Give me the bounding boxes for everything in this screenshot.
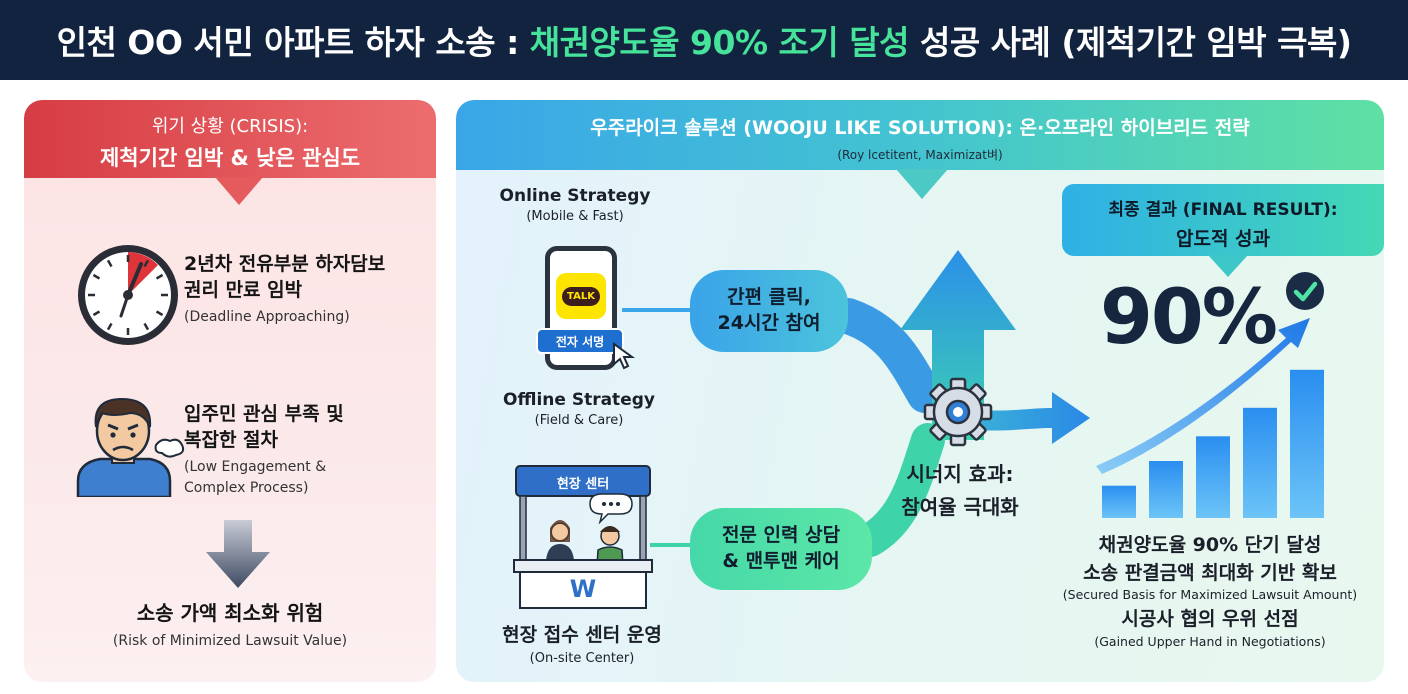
result-label: 최종 결과 (FINAL RESULT): <box>1108 200 1338 220</box>
trend-arrow <box>1096 318 1310 474</box>
result-list: 채권양도율 90% 단기 달성 소송 판결금액 최대화 기반 확보 (Secur… <box>1036 532 1384 650</box>
growth-bar <box>1149 461 1183 518</box>
deadline-sub: (Deadline Approaching) <box>184 309 350 326</box>
outcome-sub: (Risk of Minimized Lawsuit Value) <box>112 633 348 649</box>
frustrated-person-icon <box>76 397 185 497</box>
result-header-pointer <box>1208 255 1248 277</box>
offline-benefit-bubble: 전문 인력 상담 & 맨투맨 케어 <box>690 508 872 590</box>
online-strategy: Online Strategy (Mobile & Fast) <box>490 186 660 224</box>
title-highlight: 채권양도율 90% 조기 달성 <box>529 23 910 62</box>
booth-logo: W <box>569 575 597 603</box>
crisis-title: 제척기간 임박 & 낮은 관심도 <box>99 146 361 170</box>
crisis-item-deadline: 2년차 전유부분 하자담보 권리 만료 임박 (Deadline Approac… <box>184 252 424 328</box>
deadline-title-1: 2년차 전유부분 하자담보 <box>184 253 386 275</box>
online-benefit-line2: 24시간 참여 <box>717 312 821 334</box>
solution-header: 우주라이크 솔루션 (WOOJU LIKE SOLUTION): 온·오프라인 … <box>456 100 1384 170</box>
talk-app-icon: TALK <box>556 273 606 319</box>
growth-bar-chart <box>1096 318 1324 518</box>
result-line-3: (Secured Basis for Maximized Lawsuit Amo… <box>1062 587 1358 603</box>
down-arrow-icon <box>206 520 270 588</box>
result-line-4: 시공사 협의 우위 선점 <box>1121 607 1299 630</box>
growth-bar <box>1196 436 1230 518</box>
onsite-center: 현장 접수 센터 운영 (On-site Center) <box>462 620 702 666</box>
cursor-icon <box>613 342 636 370</box>
e-signature-button[interactable]: 전자 서명 <box>536 328 624 354</box>
offline-benefit-line1: 전문 인력 상담 <box>721 524 841 547</box>
crisis-item-engagement: 입주민 관심 부족 및 복잡한 절차 (Low Engagement & Com… <box>184 402 424 498</box>
result-line-1: 채권양도율 90% 단기 달성 <box>1098 534 1322 556</box>
title-suffix: 성공 사례 (제척기간 임박 극복) <box>908 23 1352 62</box>
result-line-5: (Gained Upper Hand in Negotiations) <box>1094 633 1326 649</box>
deadline-title-2: 권리 만료 임박 <box>184 278 303 301</box>
offline-benefit-line2: & 맨투맨 케어 <box>722 550 840 572</box>
checkmark-icon <box>1286 272 1324 310</box>
online-title: Online Strategy <box>499 186 651 206</box>
online-sub: (Mobile & Fast) <box>526 209 624 224</box>
online-benefit-line1: 간편 클릭, <box>727 286 811 309</box>
crisis-label: 위기 상황 (CRISIS): <box>151 116 309 137</box>
solution-label: 우주라이크 솔루션 (WOOJU LIKE SOLUTION): 온·오프라인 … <box>590 117 1250 139</box>
onsite-booth-icon <box>513 465 653 609</box>
talk-badge: TALK <box>562 286 600 306</box>
onsite-title: 현장 접수 센터 운영 <box>502 624 662 646</box>
synergy-line1: 시너지 효과: <box>906 462 1014 486</box>
title-bar: 인천 OO 서민 아파트 하자 소송 : 채권양도율 90% 조기 달성 성공 … <box>0 0 1408 80</box>
solution-sublabel: (Roy lcetitent, Maximizat벼) <box>837 148 1003 162</box>
crisis-outcome: 소송 가액 최소화 위험 (Risk of Minimized Lawsuit … <box>24 600 436 651</box>
engagement-sub-2: Complex Process) <box>184 479 309 496</box>
crisis-panel: 위기 상황 (CRISIS): 제척기간 임박 & 낮은 관심도 2년차 전유부… <box>24 100 436 682</box>
gear-icon <box>923 377 993 447</box>
offline-strategy: Offline Strategy (Field & Care) <box>494 390 664 428</box>
engagement-sub-1: (Low Engagement & <box>184 459 327 476</box>
growth-bar <box>1290 369 1324 518</box>
synergy-line2: 참여율 극대화 <box>901 495 1019 519</box>
offline-title: Offline Strategy <box>503 390 655 410</box>
growth-bar <box>1102 485 1136 518</box>
offline-sub: (Field & Care) <box>534 413 624 428</box>
synergy-label: 시너지 효과: 참여율 극대화 <box>880 458 1040 520</box>
online-benefit-bubble: 간편 클릭, 24시간 참여 <box>690 270 848 352</box>
clock-icon <box>78 245 178 345</box>
booth-sign: 현장 센터 <box>556 476 610 492</box>
solution-header-pointer <box>896 169 948 199</box>
result-line-2: 소송 판결금액 최대화 기반 확보 <box>1083 561 1337 584</box>
outcome-title: 소송 가액 최소화 위험 <box>136 601 324 625</box>
engagement-title-1: 입주민 관심 부족 및 <box>184 403 344 425</box>
engagement-title-2: 복잡한 절차 <box>184 428 279 451</box>
onsite-sub: (On-site Center) <box>529 651 635 666</box>
crisis-header: 위기 상황 (CRISIS): 제척기간 임박 & 낮은 관심도 <box>24 100 436 178</box>
big-percentage: 90% <box>1100 272 1278 361</box>
page-title: 인천 OO 서민 아파트 하자 소송 : 채권양도율 90% 조기 달성 성공 … <box>57 16 1352 64</box>
crisis-header-pointer <box>215 177 263 205</box>
result-title: 압도적 성과 <box>1175 228 1270 250</box>
final-result-header: 최종 결과 (FINAL RESULT): 압도적 성과 <box>1062 184 1384 256</box>
title-prefix: 인천 OO 서민 아파트 하자 소송 : <box>56 23 530 62</box>
growth-bar <box>1243 407 1277 518</box>
